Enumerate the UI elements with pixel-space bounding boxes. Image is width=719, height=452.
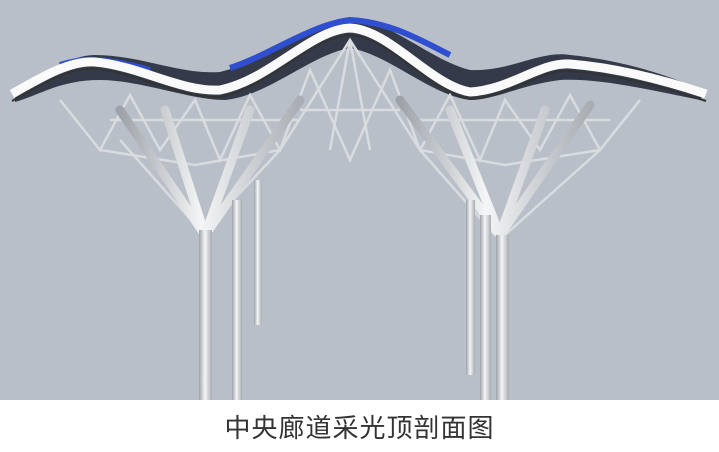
roof-glass-surface — [15, 18, 705, 102]
figure-caption: 中央廊道采光顶剖面图 — [224, 413, 495, 444]
canopy-structure-rendering — [0, 0, 719, 400]
roof-edge-band — [9, 23, 708, 99]
columns — [199, 180, 509, 400]
truss-web — [59, 37, 641, 236]
canopy-structure-svg — [9, 16, 708, 400]
roof-edge-shadow — [11, 33, 707, 102]
tree-branches — [115, 95, 595, 240]
